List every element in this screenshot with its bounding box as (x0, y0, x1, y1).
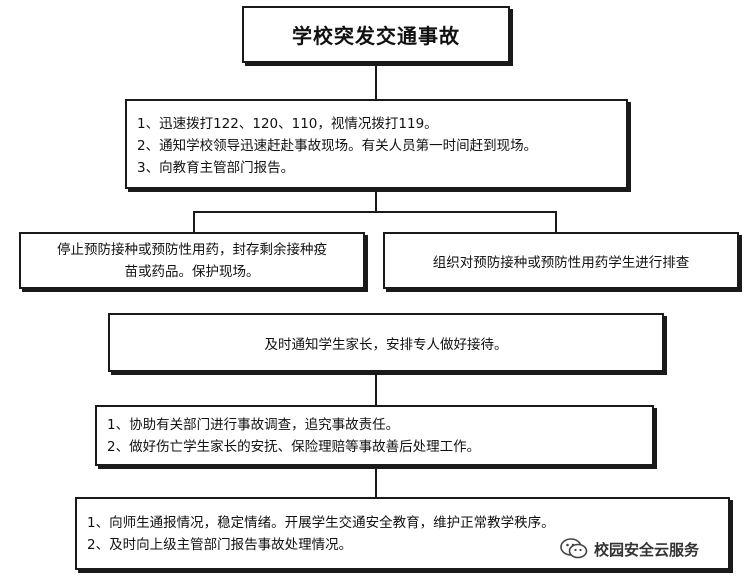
step4-line-2: 2、做好伤亡学生家长的安抚、保险理赔等事故善后处理工作。 (107, 438, 481, 455)
step2-left-line-2: 苗或药品。保护现场。 (124, 263, 260, 280)
watermark: 校园安全云服务 (560, 538, 699, 560)
step2-right-box: 组织对预防接种或预防性用药学生进行排查 (383, 232, 739, 289)
step1-line-3: 3、向教育主管部门报告。 (137, 160, 295, 176)
step4-box: 1、协助有关部门进行事故调查，追究事故责任。 2、做好伤亡学生家长的安抚、保险理… (95, 405, 654, 466)
step1-line-2: 2、通知学校领导迅速赶赴事故现场。有关人员第一时间赶到现场。 (137, 138, 538, 154)
step2-left-box: 停止预防接种或预防性用药，封存剩余接种疫 苗或药品。保护现场。 (19, 232, 365, 289)
connector-step4-step5 (375, 466, 377, 497)
step5-line-1: 1、向师生通报情况，稳定情绪。开展学生交通安全教育，维护正常教学秩序。 (87, 514, 555, 531)
wechat-icon (560, 538, 588, 559)
connector-title-step1 (375, 63, 377, 99)
step4-line-1: 1、协助有关部门进行事故调查，追究事故责任。 (107, 416, 400, 433)
connector-branch-left (193, 211, 195, 232)
flowchart-title: 学校突发交通事故 (292, 24, 460, 48)
step2-right-text: 组织对预防接种或预防性用药学生进行排查 (432, 254, 690, 271)
step3-box: 及时通知学生家长，安排专人做好接待。 (108, 313, 664, 372)
connector-branch-right (555, 211, 557, 232)
step5-box: 1、向师生通报情况，稳定情绪。开展学生交通安全教育，维护正常教学秩序。 2、及时… (75, 497, 730, 570)
watermark-text: 校园安全云服务 (594, 540, 700, 559)
step3-text: 及时通知学生家长，安排专人做好接待。 (264, 336, 508, 353)
step1-box: 1、迅速拨打122、120、110，视情况拨打119。 2、通知学校领导迅速赶赴… (125, 99, 628, 189)
step2-left-line-1: 停止预防接种或预防性用药，封存剩余接种疫 (57, 241, 327, 258)
step5-line-2: 2、及时向上级主管部门报告事故处理情况。 (87, 536, 353, 553)
connector-branch-horizontal (193, 211, 556, 213)
connector-step1-branch (375, 189, 377, 212)
step1-line-1: 1、迅速拨打122、120、110，视情况拨打119。 (137, 116, 438, 132)
connector-step3-step4 (375, 372, 377, 405)
flowchart-title-box: 学校突发交通事故 (242, 6, 510, 63)
